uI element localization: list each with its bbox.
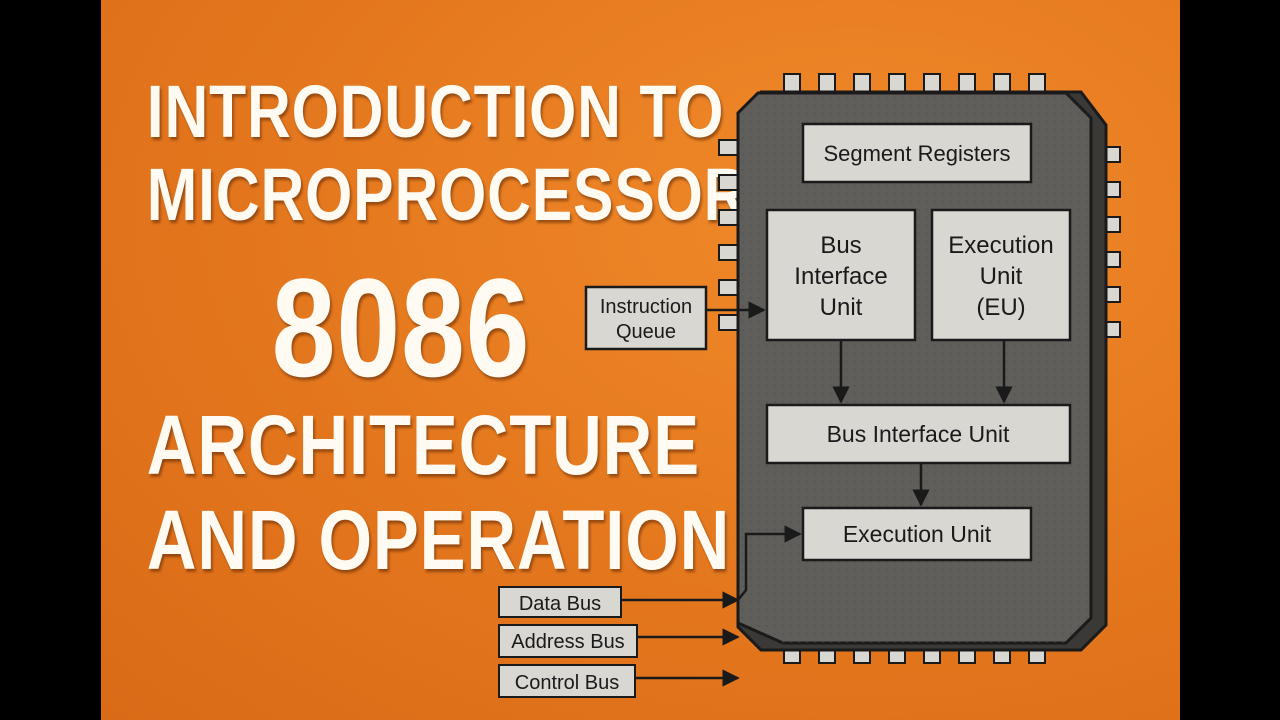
execution-unit-box [801,506,1033,562]
control-bus-box [498,664,636,698]
chip-pin [718,279,740,296]
title-line-4: ARCHITECTURE [146,398,701,492]
data-bus-box [498,586,622,618]
bus-interface-unit-box [765,403,1072,465]
title-line-1: INTRODUCTION TO [146,70,725,153]
biu-top-label-2: Interface [794,263,887,290]
eu-top-label-3: (EU) [976,294,1025,321]
arrow-data-bus-to-execution [737,525,802,601]
chip-pin [718,174,740,191]
address-bus-label: Address Bus [511,631,624,653]
instruction-queue-box [584,285,708,351]
eu-top-label-2: Unit [980,263,1023,290]
instruction-queue-label-1: Instruction [600,296,692,318]
bus-interface-unit-top-box [765,208,917,342]
biu-top-label-1: Bus [820,232,861,259]
title-line-3: 8086 [271,249,531,406]
execution-unit-top-box [930,208,1072,342]
address-bus-box [498,624,638,658]
thumbnail-canvas: INTRODUCTION TO MICROPROCESSORS 8086 ARC… [101,0,1180,720]
title-line-5: AND OPERATION [146,493,731,587]
chip-pin [718,209,740,226]
chip-pin [718,139,740,156]
bus-interface-unit-label: Bus Interface Unit [827,421,1010,447]
segment-registers-label: Segment Registers [823,141,1010,166]
data-bus-label: Data Bus [519,593,601,615]
segment-registers-box [801,122,1033,184]
eu-top-label-1: Execution [948,232,1053,259]
biu-top-label-3: Unit [820,294,863,321]
instruction-queue-label-2: Queue [616,321,676,343]
chip-pin [718,314,740,331]
architecture-diagram: Segment Registers Bus Interface Unit Exe… [498,73,1121,698]
execution-unit-label: Execution Unit [843,521,992,547]
chip-pin [718,244,740,261]
control-bus-label: Control Bus [515,672,620,694]
